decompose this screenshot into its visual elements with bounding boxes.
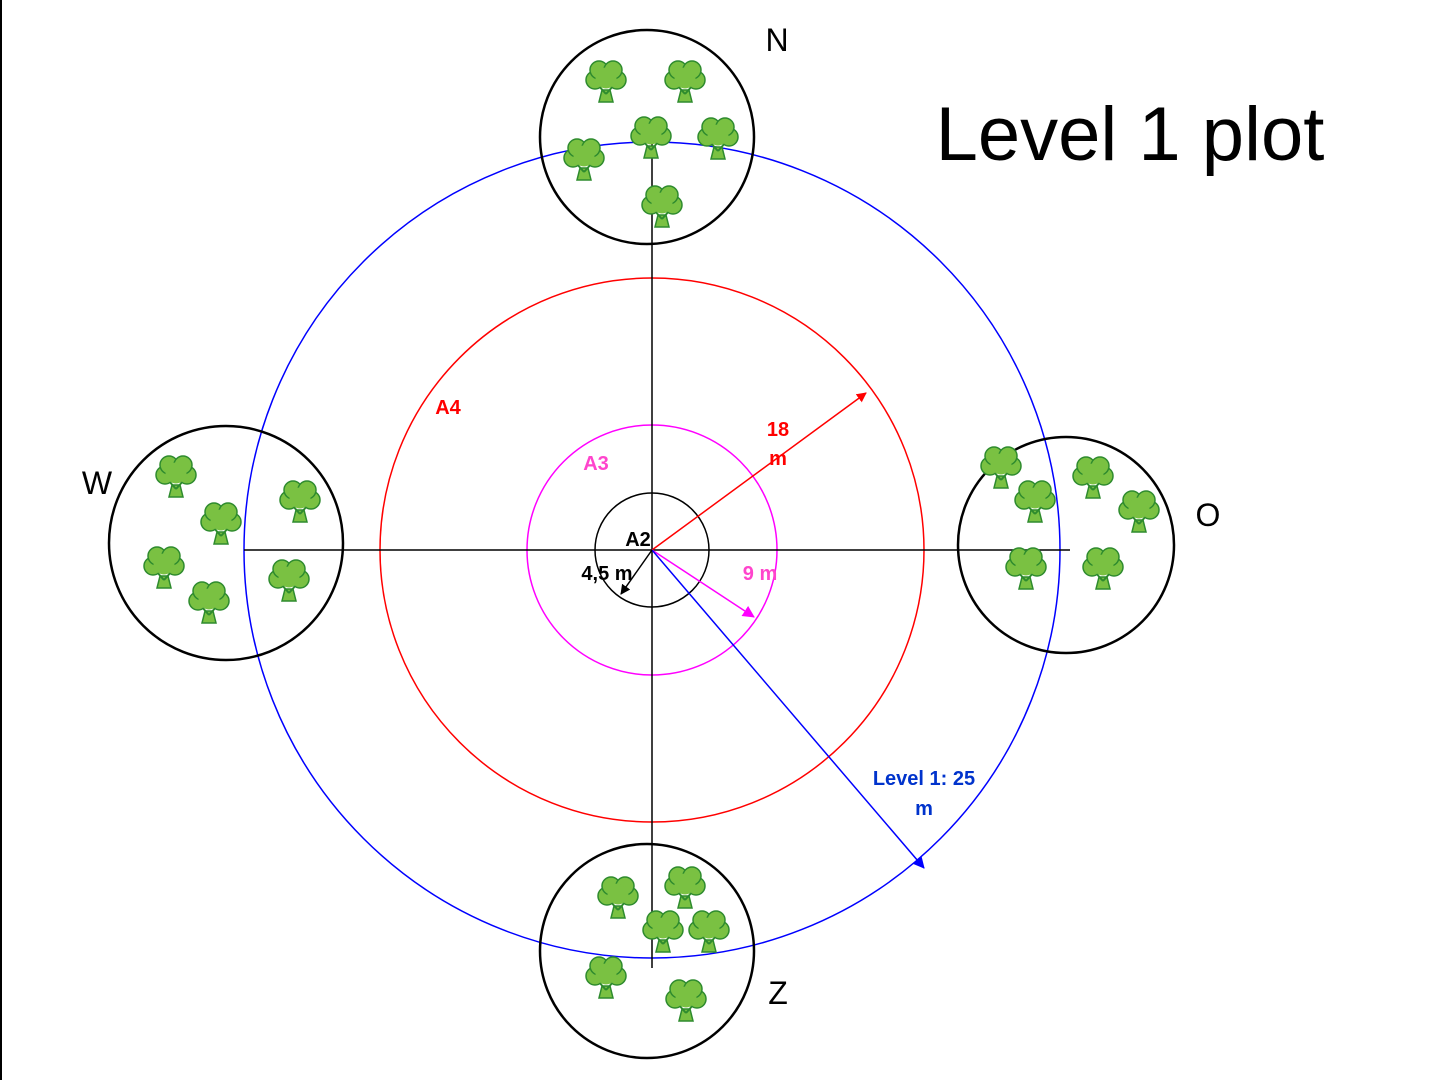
east-label: O (1196, 497, 1221, 533)
tree-icon (642, 910, 684, 953)
a4-radius-value: 18 (767, 419, 789, 441)
south-satellite-plot (538, 842, 756, 1060)
tree-icon (1118, 490, 1160, 533)
south-label: Z (768, 975, 788, 1011)
a2-label: A2 (625, 529, 651, 551)
tree-icon (1014, 480, 1056, 523)
tree-icon (1072, 456, 1114, 499)
north-satellite-plot (538, 28, 756, 246)
tree-icon (664, 866, 706, 909)
tree-icon (641, 185, 683, 228)
plot-title: Level 1 plot (936, 92, 1325, 177)
tree-icon (268, 559, 310, 602)
level1-radius-unit: m (915, 798, 933, 820)
tree-icon (585, 60, 627, 103)
tree-icon (1005, 547, 1047, 590)
tree-icon (697, 117, 739, 160)
tree-icon (585, 956, 627, 999)
a3-radius-label: 9 m (743, 563, 777, 585)
level1-radius-value: Level 1: 25 (873, 768, 975, 790)
west-label: W (82, 465, 113, 501)
a2-radius-arrow (620, 549, 653, 595)
tree-icon (1082, 547, 1124, 590)
tree-icon (279, 480, 321, 523)
a4-radius-arrow (651, 392, 867, 551)
east-satellite-plot (956, 435, 1176, 655)
tree-icon (155, 455, 197, 498)
tree-icon (563, 138, 605, 181)
tree-icon (630, 116, 672, 159)
tree-icon (200, 502, 242, 545)
a2-radius-label: 4,5 m (581, 563, 632, 585)
tree-icon (188, 581, 230, 624)
a4-label: A4 (435, 397, 461, 419)
tree-icon (665, 979, 707, 1022)
tree-icon (664, 60, 706, 103)
tree-icon (980, 446, 1022, 489)
a3-radius-arrow (651, 549, 755, 618)
north-label: N (765, 22, 788, 58)
tree-icon (143, 546, 185, 589)
a3-label: A3 (583, 453, 609, 475)
level1-radius-arrow (651, 549, 925, 869)
a4-radius-unit: m (769, 448, 787, 470)
tree-icon (688, 910, 730, 953)
tree-icon (597, 876, 639, 919)
west-satellite-plot (107, 424, 345, 662)
